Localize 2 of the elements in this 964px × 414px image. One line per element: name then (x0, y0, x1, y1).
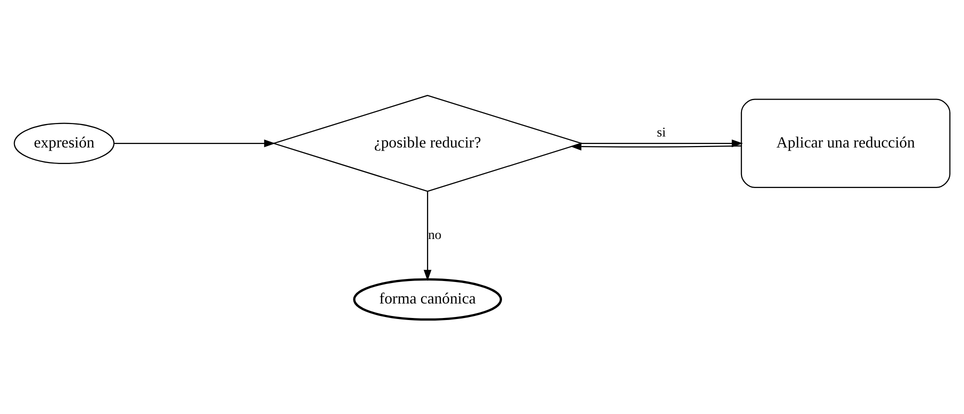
edge-label: no (428, 226, 442, 242)
edge-label: si (656, 124, 666, 139)
